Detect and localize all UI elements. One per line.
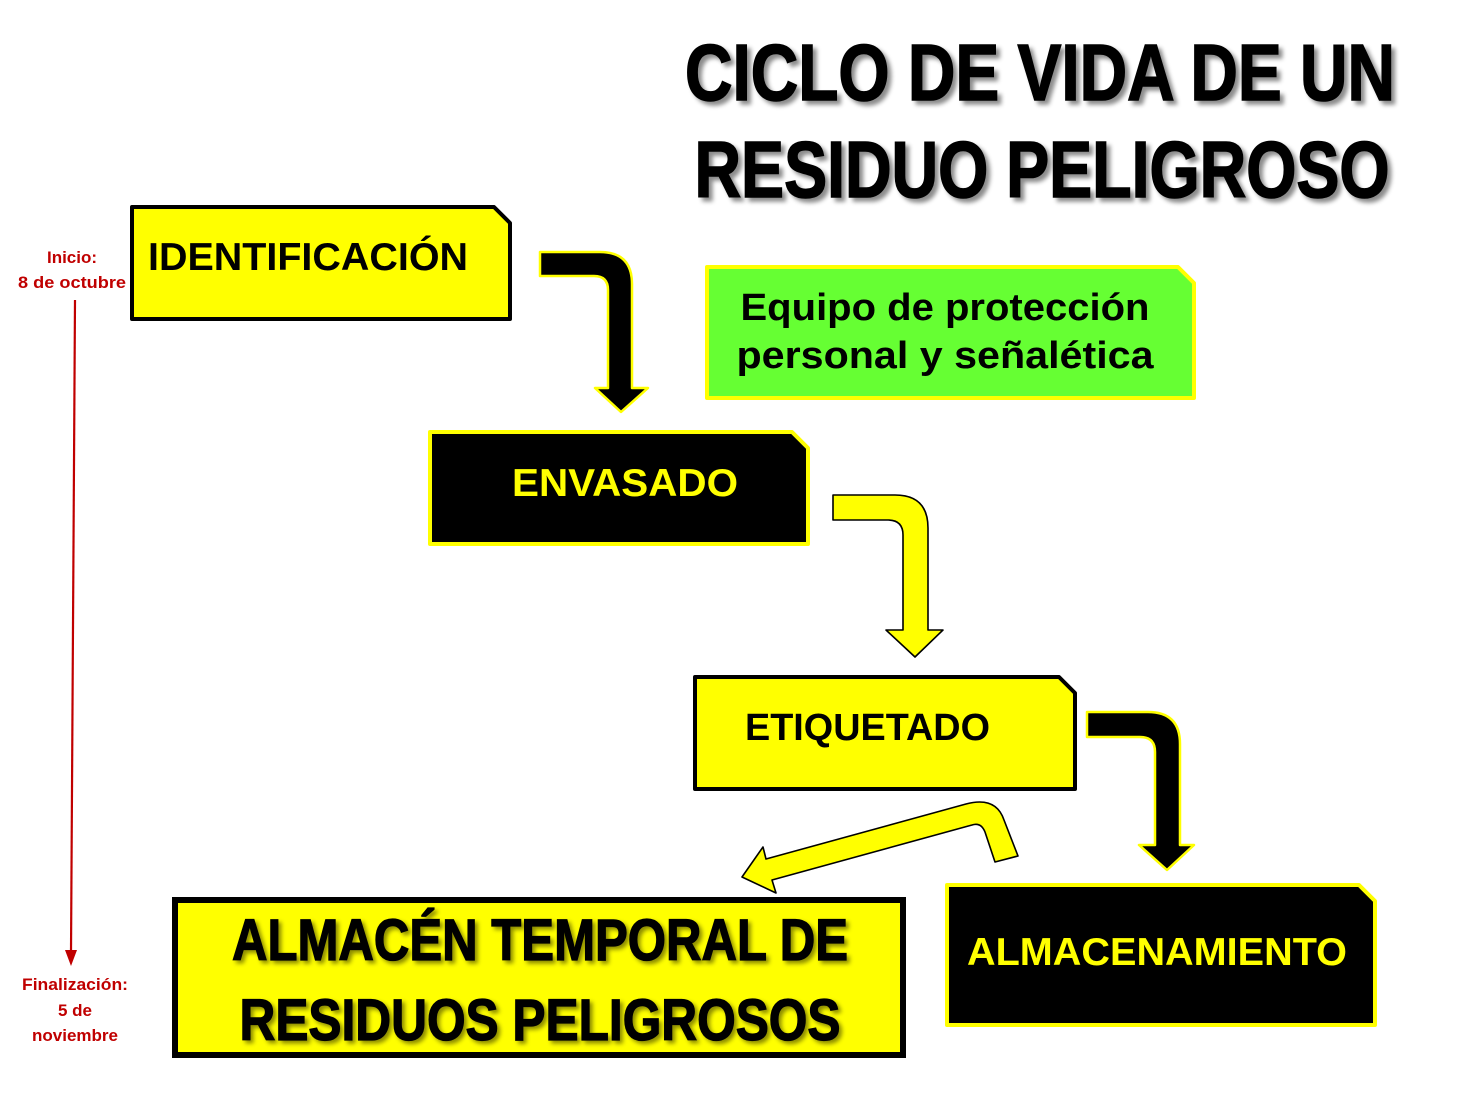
- destination-box: [172, 897, 906, 1058]
- destination-line-2: RESIDUOS PELIGROSOS: [240, 988, 841, 1053]
- ppe-signage-note-line-1: Equipo de protección: [741, 287, 1150, 329]
- arrow-identificacion-to-envasado: [538, 250, 650, 414]
- step-envasado-box: [428, 430, 810, 546]
- destination-line-1: ALMACÉN TEMPORAL DE: [232, 908, 848, 973]
- arrow-envasado-to-etiquetado: [832, 494, 944, 658]
- timeline-arrowhead: [65, 950, 77, 966]
- timeline-end-date-line-1: 5 de: [58, 1001, 92, 1020]
- step-almacenamiento-label: ALMACENAMIENTO: [967, 931, 1347, 974]
- step-envasado: ENVASADO: [428, 430, 810, 546]
- title-line-1: CICLO DE VIDA DE UN: [685, 28, 1395, 117]
- destination-temporary-storage: ALMACÉN TEMPORAL DE RESIDUOS PELIGROSOS: [172, 897, 906, 1058]
- step-etiquetado: ETIQUETADO: [693, 675, 1077, 791]
- timeline-line: [69, 299, 77, 953]
- title-line-2: RESIDUO PELIGROSO: [695, 125, 1390, 214]
- step-almacenamiento: ALMACENAMIENTO: [945, 883, 1377, 1027]
- timeline-end-date-line-2: noviembre: [32, 1026, 118, 1045]
- timeline: Inicio: 8 de octubre Finalización: 5 de …: [18, 248, 128, 1045]
- timeline-start-label: Inicio:: [47, 248, 97, 267]
- diagram-title: CICLO DE VIDA DE UN RESIDUO PELIGROSO: [684, 27, 1396, 215]
- step-identificacion: IDENTIFICACIÓN: [130, 205, 512, 321]
- timeline-end-label: Finalización:: [22, 975, 128, 994]
- arrow-etiquetado-to-almacenamiento: [1085, 710, 1196, 872]
- ppe-signage-note-box: [705, 265, 1196, 400]
- step-etiquetado-label: ETIQUETADO: [745, 707, 990, 749]
- step-identificacion-box: [130, 205, 512, 321]
- arrow-almacenamiento-to-almacen-temporal: [741, 801, 1019, 894]
- step-etiquetado-box: [693, 675, 1077, 791]
- ppe-signage-note-line-2: personal y señalética: [737, 335, 1155, 377]
- timeline-start-date: 8 de octubre: [18, 273, 126, 292]
- step-almacenamiento-box: [945, 883, 1377, 1027]
- ppe-signage-note: Equipo de protección personal y señaléti…: [705, 265, 1196, 400]
- step-envasado-label: ENVASADO: [512, 462, 738, 505]
- step-identificacion-label: IDENTIFICACIÓN: [148, 235, 468, 279]
